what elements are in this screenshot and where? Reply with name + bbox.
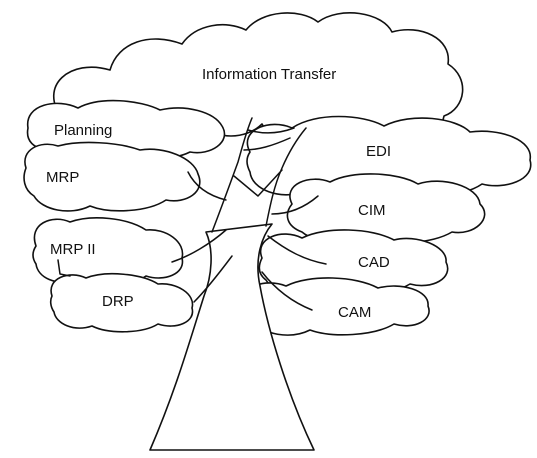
label-mrp-ii: MRP II (50, 241, 96, 258)
label-information-transfer: Information Transfer (202, 66, 336, 83)
label-cam: CAM (338, 304, 371, 321)
label-drp: DRP (102, 293, 134, 310)
label-edi: EDI (366, 143, 391, 160)
label-mrp: MRP (46, 169, 79, 186)
label-cim: CIM (358, 202, 386, 219)
label-planning: Planning (54, 122, 112, 139)
cloud-cam (245, 278, 429, 335)
label-cad: CAD (358, 254, 390, 271)
